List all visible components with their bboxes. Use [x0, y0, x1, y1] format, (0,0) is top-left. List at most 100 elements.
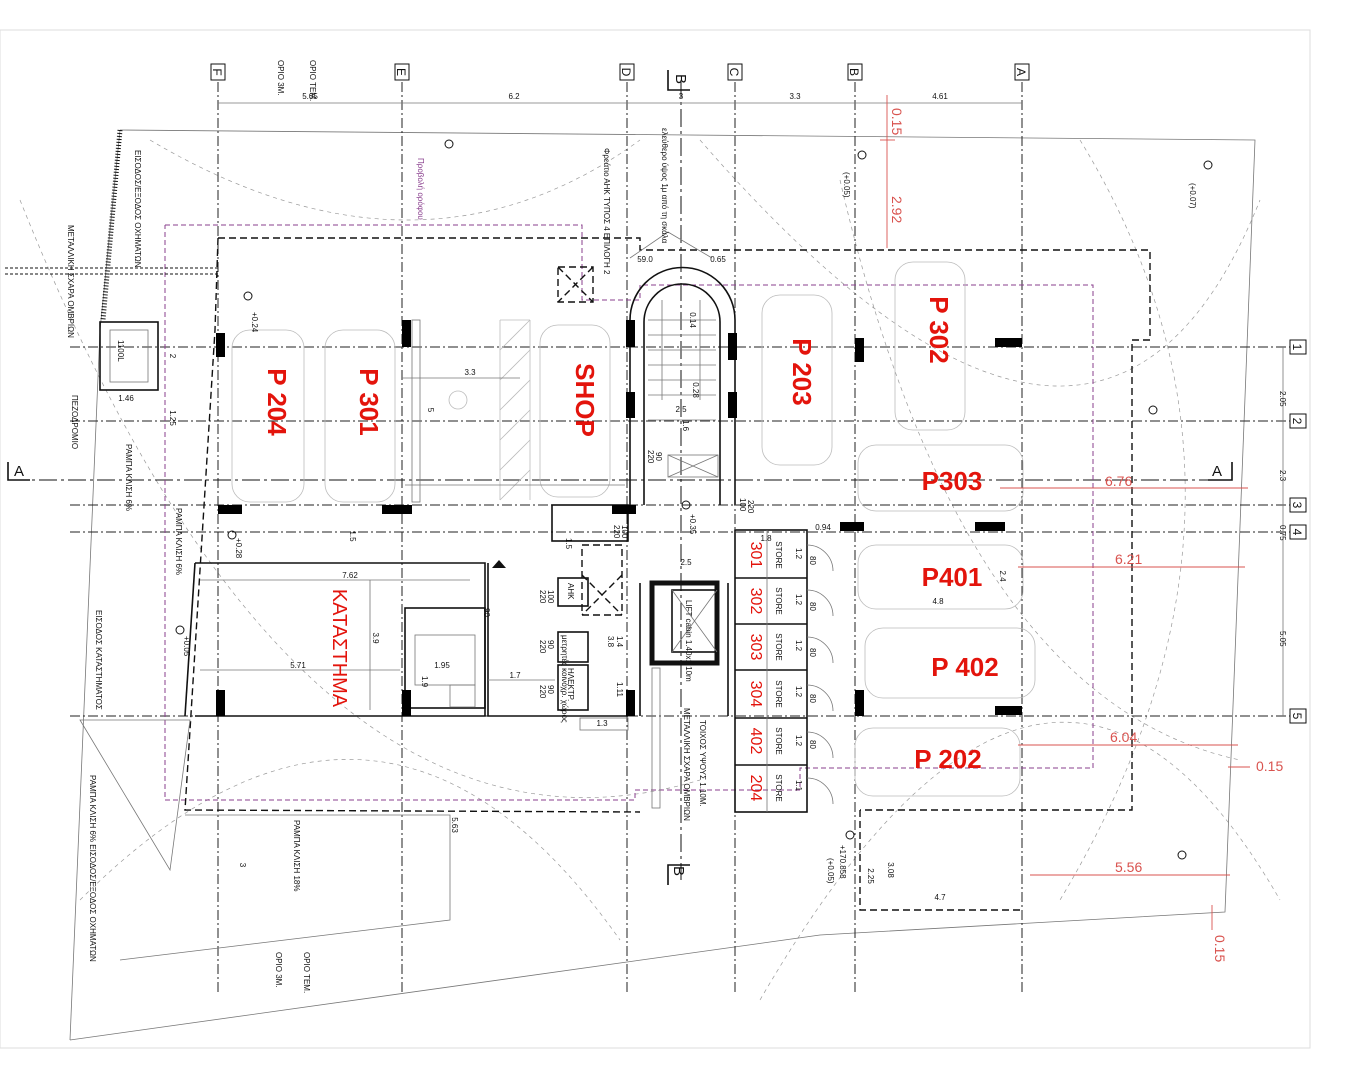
annotation-notes: ΟΡΙΟ ΤΕΜ. ΟΡΙΟ 3Μ. ΟΡΙΟ 3Μ. ΟΡΙΟ ΤΕΜ. ΕΙ… [66, 60, 707, 993]
level-0-35: +0.35 [688, 514, 697, 535]
fire-cabinet-note: Φρεάτιο ΑΗΚ ΤΥΠΟΣ 4 ΕΠΙΛΟΓΗ 2 [602, 148, 611, 275]
level-0-24: +0.24 [250, 312, 259, 333]
dim-0-14: 0.14 [688, 312, 697, 328]
grid-label-f: F [210, 68, 224, 75]
red-dimension-lines [880, 95, 1250, 930]
svg-text:220: 220 [538, 640, 547, 654]
store-label: STORE [774, 587, 783, 614]
dim-5: 5 [426, 408, 435, 413]
top-dimension-chain: 5.05 6.2 3 3.3 4.61 [218, 92, 1022, 104]
dim-col-b-a: 4.61 [932, 92, 948, 101]
shop-entrance-note: ΕΙΣΟΔΟΣ ΚΑΤΑΣΤΗΜΑΤΟΣ [94, 610, 103, 710]
lift-core [639, 580, 729, 809]
right-dimension-chain: 2.05 2.3 0.75 5.05 [1278, 347, 1287, 716]
car-outline [857, 444, 1024, 512]
section-markers: A A B B [7, 70, 1233, 885]
dim-1-8: 1.8 [760, 534, 772, 543]
grid-label-5: 5 [1290, 713, 1304, 720]
svg-text:90: 90 [546, 640, 555, 649]
level-0-05: +0.05 [182, 636, 191, 657]
dim-0-65: 0.65 [710, 255, 726, 264]
dim-2-4: 2.4 [998, 570, 1007, 582]
dim-1-5: 1.5 [348, 530, 357, 542]
red-dim-2-92: 2.92 [889, 196, 905, 223]
dim-5-63: 5.63 [450, 817, 459, 833]
dim-col-c-b: 3.3 [789, 92, 801, 101]
red-dim-6-76: 6.76 [1105, 473, 1132, 489]
car-outline [761, 294, 833, 466]
dim-row-2-3: 2.3 [1278, 470, 1287, 482]
dim-2-5-lift: 2.5 [680, 558, 692, 567]
stair-tower [629, 231, 736, 505]
svg-text:90: 90 [482, 608, 491, 617]
parking-label-p402: P 402 [931, 652, 998, 682]
red-dim-6-04: 6.04 [1110, 729, 1137, 745]
sidewalk-label: ΠΕΖΟΔΡΟΜΙΟ [70, 395, 79, 449]
grid-label-4: 4 [1290, 529, 1304, 536]
dim-row-1-2: 2.05 [1278, 391, 1287, 407]
grid-marker-e [394, 63, 410, 81]
red-dim-0-15-top: 0.15 [889, 108, 905, 135]
tank-label: 1100L [116, 340, 125, 362]
svg-text:80: 80 [808, 556, 817, 565]
svg-text:100: 100 [546, 590, 555, 604]
red-dim-6-21: 6.21 [1115, 551, 1142, 567]
svg-text:1.4: 1.4 [615, 636, 624, 648]
car-outline [857, 544, 1024, 610]
grid-label-3: 3 [1290, 502, 1304, 509]
ramp-18-note: ΡΑΜΠΑ ΚΛΙΣΗ 18% [292, 820, 301, 892]
grid-row-markers: 1 2 3 4 5 [1289, 339, 1307, 724]
section-b-top-label: B [672, 74, 689, 84]
svg-text:1.2: 1.2 [794, 548, 803, 560]
dim-col-d-c: 3 [679, 92, 684, 101]
svg-text:100: 100 [620, 525, 629, 539]
sidewalk-lines [5, 267, 218, 275]
svg-text:220: 220 [538, 590, 547, 604]
ramp-6-note-b: ΡΑΜΠΑ ΚΛΙΣΗ 6% [174, 508, 183, 575]
ahk-room-label: ΑΗΚ [566, 583, 575, 600]
grid-marker-1 [1289, 339, 1307, 355]
svg-text:1.1: 1.1 [794, 780, 803, 792]
storage-number-402: 402 [747, 728, 764, 755]
svg-text:220: 220 [646, 450, 655, 464]
storage-number-302: 302 [747, 588, 764, 615]
svg-text:220: 220 [746, 500, 755, 514]
svg-text:1.6: 1.6 [681, 420, 690, 432]
dim-1-3: 1.3 [596, 719, 608, 728]
free-height-note: ελεύθερο ύψος 1μ από τη σκάλα [660, 128, 669, 244]
dim-3: 3 [238, 863, 247, 868]
storage-block [734, 529, 834, 813]
grid-label-c: C [727, 68, 741, 77]
meters-room-label: μετρητές κοινόχρ. χώρος [560, 635, 569, 723]
red-dimensions: 0.15 2.92 6.76 6.21 6.04 0.15 5.56 0.15 [889, 108, 1283, 962]
grid-marker-a [1014, 63, 1030, 81]
dim-col-f-e: 5.05 [302, 92, 318, 101]
grid-marker-5 [1289, 708, 1307, 724]
storage-number-303: 303 [747, 634, 764, 661]
ramp-entrance-note: ΡΑΜΠΑ ΚΛΙΣΗ 6% ΕΙΣΟΔΟΣ/ΕΞΟΔΟΣ ΟΧΗΜΑΤΩΝ [88, 775, 97, 962]
svg-text:1.2: 1.2 [794, 686, 803, 698]
svg-text:80: 80 [808, 648, 817, 657]
dim-1-25: 1.25 [168, 410, 177, 426]
dim-59: 59.0 [637, 255, 653, 264]
black-dimensions: 3.3 5 1.5 7.62 3.9 5.71 1.95 1.7 1.3 2.5… [118, 255, 1007, 902]
car-outline [854, 727, 1021, 797]
dim-1-95: 1.95 [434, 661, 450, 670]
orio-3m-top: ΟΡΙΟ 3Μ. [276, 60, 285, 96]
lift-label: LIFT cabin 1.40x1.10m [684, 600, 693, 682]
svg-text:220: 220 [538, 685, 547, 699]
parking-label-p301: P 301 [354, 368, 384, 435]
section-b-bottom-label: B [670, 866, 687, 876]
store-label: STORE [774, 680, 783, 707]
svg-text:90: 90 [546, 685, 555, 694]
svg-text:90: 90 [654, 452, 663, 461]
svg-text:1.5: 1.5 [564, 538, 573, 550]
dim-7-62: 7.62 [342, 571, 358, 580]
grid-marker-c [727, 63, 743, 81]
svg-text:1.2: 1.2 [794, 640, 803, 652]
red-dim-5-56: 5.56 [1115, 859, 1142, 875]
level-0-07-paren: (+0.07) [1188, 183, 1197, 209]
parking-label-p302: P 302 [924, 296, 954, 363]
section-a-left-label: A [14, 463, 24, 480]
structural-columns [216, 320, 1022, 716]
